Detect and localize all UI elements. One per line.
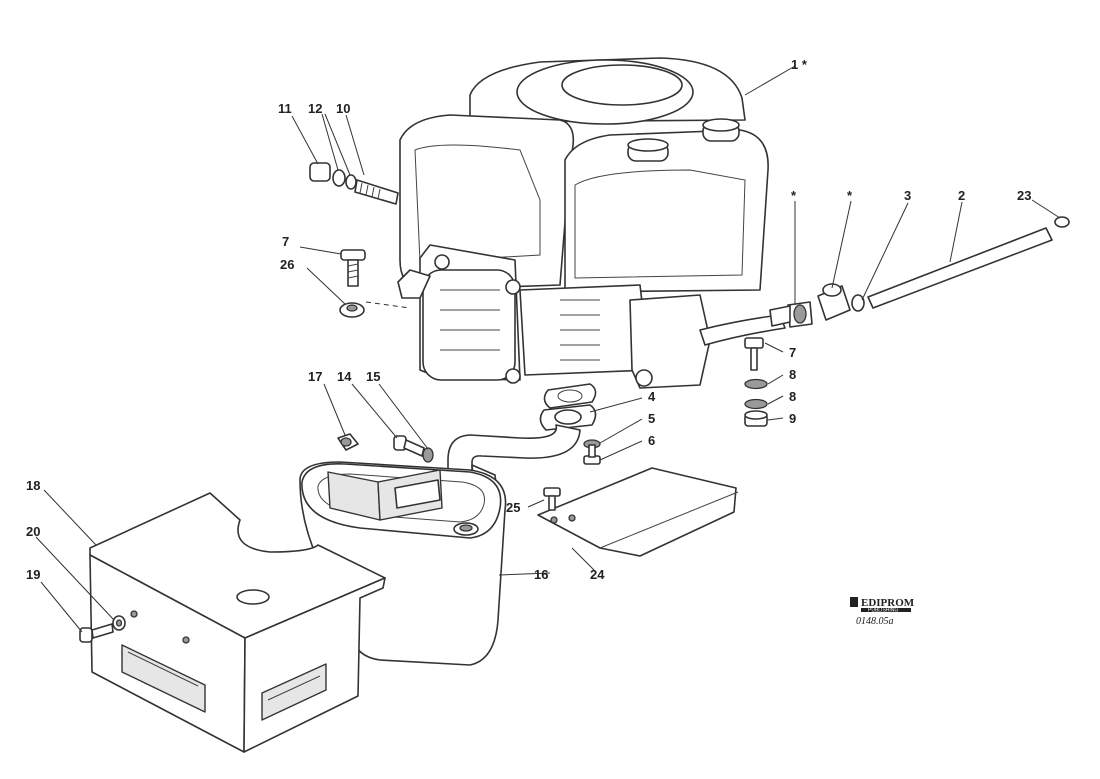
fuel-line-parts [769,216,1070,328]
callout-8-lower: 8 [789,389,796,404]
plate-and-screw [537,467,739,557]
callout-star-b: * [847,188,853,203]
callout-9: 9 [789,411,796,426]
engine-assembly [397,57,786,389]
callout-14: 14 [337,369,352,384]
logo-text: EDIPROM [861,597,915,609]
callout-2: 2 [958,188,965,203]
left-fasteners [339,249,411,318]
callout-star-a: * [791,188,797,203]
callout-4: 4 [648,389,656,404]
callout-numbers: 1 * 2 3 23 * * 7 8 8 9 4 5 6 11 12 10 7 … [26,57,1031,582]
callout-10: 10 [336,101,350,116]
callout-5: 5 [648,411,655,426]
callout-8-upper: 8 [789,367,796,382]
callout-23: 23 [1017,188,1031,203]
callout-19: 19 [26,567,40,582]
callout-1: 1 * [791,57,808,72]
top-left-fasteners [309,162,399,205]
callout-16: 16 [534,567,548,582]
callout-7-right: 7 [789,345,796,360]
callout-11: 11 [278,101,292,116]
callout-6: 6 [648,433,655,448]
callout-26: 26 [280,257,294,272]
leader-lines [35,65,1061,633]
callout-15: 15 [366,369,380,384]
callout-20: 20 [26,524,40,539]
callout-18: 18 [26,478,40,493]
callout-25: 25 [506,500,520,515]
right-fasteners [744,337,768,427]
drawing-code: 0148.05a [856,616,894,627]
muffler-heat-shield [79,492,386,753]
publisher-logo: EDIPROM PUBLISHING 0148.05a [850,597,915,627]
callout-17: 17 [308,369,322,384]
callout-24: 24 [590,567,605,582]
logo-subtext: PUBLISHING [868,608,898,614]
callout-12: 12 [308,101,322,116]
callout-3: 3 [904,188,911,203]
callout-7-left: 7 [282,234,289,249]
